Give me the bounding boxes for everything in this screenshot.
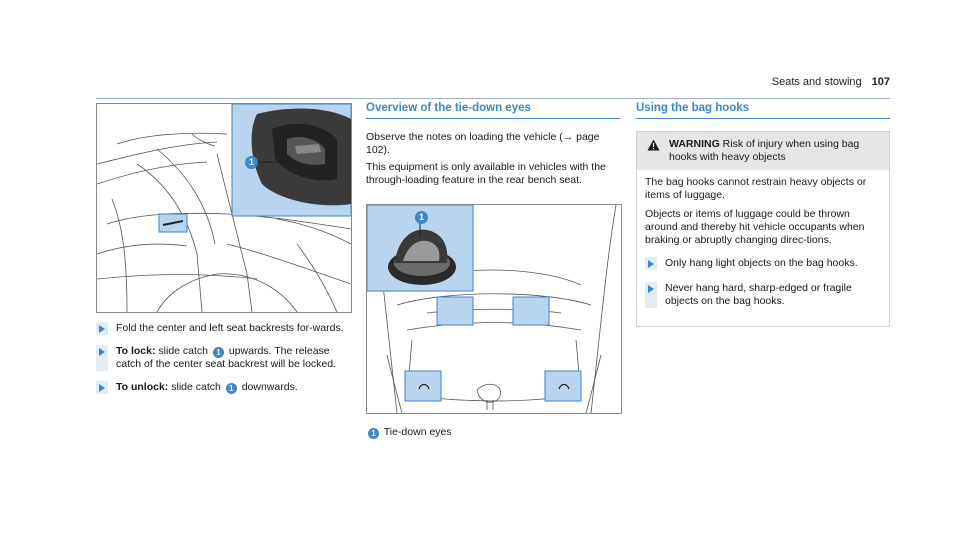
paragraph: Observe the notes on loading the vehicle…: [366, 131, 600, 156]
step-label: To unlock:: [116, 381, 169, 393]
seat-backrest-illustration: 1: [96, 103, 352, 313]
warning-box: WARNING Risk of injury when using bag ho…: [636, 131, 890, 327]
step-fold: Fold the center and left seat backrests …: [96, 322, 354, 335]
callout-number-icon: 1: [368, 428, 379, 439]
callout-number-icon: 1: [245, 156, 258, 169]
callout-number-icon: 1: [415, 211, 428, 224]
bag-hooks-section: Using the bag hooks WARNING Risk of inju…: [636, 102, 890, 327]
paragraph: This equipment is only available in vehi…: [366, 161, 606, 186]
warning-text: Risk of injury when using bag hooks with…: [669, 138, 860, 163]
step-unlock: To unlock: slide catch 1 downwards.: [96, 381, 354, 394]
step-light-objects: Only hang light objects on the bag hooks…: [645, 257, 881, 270]
page-number: 107: [871, 76, 890, 88]
step-text: Fold the center and left seat backrests …: [116, 322, 344, 334]
step-no-hard-objects: Never hang hard, sharp-edged or fragile …: [645, 282, 881, 308]
callout-number-icon: 1: [225, 383, 237, 394]
arrow-step-icon: [648, 260, 654, 268]
paragraph: Objects or items of luggage could be thr…: [645, 208, 865, 246]
section-title: Seats and stowing: [771, 76, 862, 88]
paragraph: The bag hooks cannot restrain heavy obje…: [645, 176, 867, 201]
arrow-step-icon: [648, 285, 654, 293]
step-text: Only hang light objects on the bag hooks…: [665, 257, 858, 269]
section-heading: Overview of the tie-down eyes: [366, 102, 620, 119]
caption-text: Tie-down eyes: [383, 426, 452, 438]
step-lock: To lock: slide catch 1 upwards. The rele…: [96, 345, 354, 371]
step-text: upwards. The release catch of the center…: [116, 345, 337, 370]
step-text: Never hang hard, sharp-edged or fragile …: [665, 282, 852, 307]
section-heading: Using the bag hooks: [636, 102, 890, 119]
trunk-illustration: 1: [366, 204, 622, 414]
warning-header: WARNING Risk of injury when using bag ho…: [637, 132, 889, 170]
step-text: slide catch: [171, 381, 221, 393]
header-rule: [96, 98, 890, 99]
callout-number-icon: 1: [212, 347, 224, 358]
warning-label: WARNING: [669, 138, 720, 150]
arrow-step-icon: [99, 348, 105, 356]
arrow-step-icon: [99, 325, 105, 333]
running-header: Seats and stowing 107: [772, 76, 890, 88]
tie-down-section: Overview of the tie-down eyes Observe th…: [366, 102, 620, 191]
arrow-step-icon: [99, 384, 105, 392]
figure-caption: 1 Tie-down eyes: [366, 426, 452, 439]
seat-instructions: Fold the center and left seat backrests …: [96, 322, 354, 404]
step-text: slide catch: [158, 345, 209, 357]
step-label: To lock:: [116, 345, 156, 357]
warning-body: The bag hooks cannot restrain heavy obje…: [637, 170, 889, 326]
warning-triangle-icon: [647, 139, 660, 151]
step-text: downwards.: [241, 381, 298, 393]
